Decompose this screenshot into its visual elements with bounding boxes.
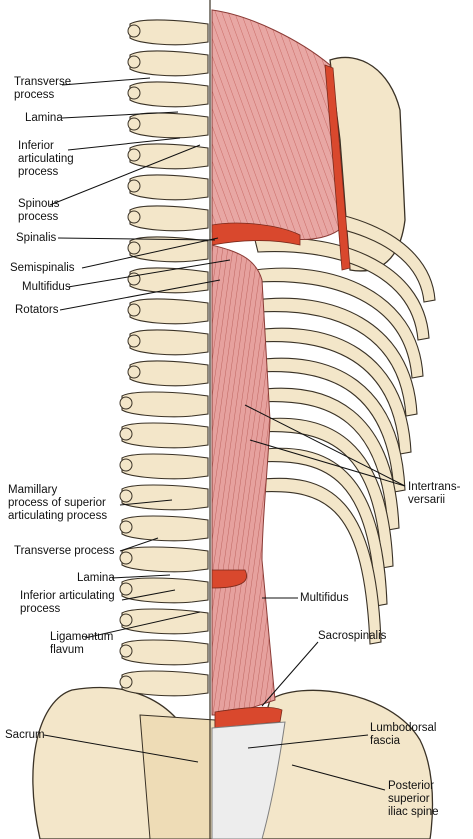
vertebra (129, 205, 209, 232)
vertebra (121, 422, 209, 449)
leader-spinalis (57, 237, 216, 241)
leader-intertransversarii-1 (244, 404, 406, 487)
leader-transverse-lower (119, 537, 159, 552)
transverse-process-knob (119, 458, 133, 472)
ribs-fill (254, 207, 436, 645)
label-lumbodorsal-fascia: Lumbodorsal fascia (370, 722, 437, 747)
transverse-process-knob (127, 179, 141, 193)
rib (254, 447, 388, 607)
rib (254, 387, 400, 531)
vertebra (129, 174, 209, 201)
vertebral-column (119, 19, 209, 697)
transverse-process-knob (119, 675, 133, 689)
transverse-process-knob (127, 365, 141, 379)
label-lamina: Lamina (25, 112, 63, 124)
leader-lamina (61, 111, 179, 119)
cut-muscle-scapula-edge (324, 64, 351, 271)
transverse-process-knob (119, 396, 133, 410)
label-inferior-articulating-lower: Inferior articulating process (20, 590, 115, 615)
transverse-process-knob (119, 427, 133, 441)
transverse-process-knob (127, 303, 141, 317)
vertebra (129, 267, 209, 294)
vertebra (121, 391, 209, 418)
label-sacrospinalis: Sacrospinalis (318, 630, 387, 642)
vertebra (121, 639, 209, 666)
leader-multifidus-upper (67, 259, 231, 288)
label-sacrum: Sacrum (5, 729, 45, 741)
rib (254, 417, 394, 569)
leader-inferior-articulating (67, 137, 181, 151)
label-spinous-process: Spinous process (18, 198, 60, 223)
leader-lumbodorsal (247, 734, 369, 749)
label-ligamentum-flavum: Ligamentum flavum (50, 631, 114, 656)
rib (254, 267, 424, 379)
vertebra (121, 546, 209, 573)
leader-lamina-lower (111, 574, 171, 579)
cut-muscle-lower (211, 569, 247, 589)
vertebra (129, 298, 209, 325)
rib (254, 477, 382, 645)
label-psis: Posterior superior iliac spine (388, 780, 439, 818)
leader-sacrum (43, 734, 199, 763)
transverse-process-knob (119, 644, 133, 658)
vertebra (129, 329, 209, 356)
transverse-process-knob (119, 582, 133, 596)
vertebra (121, 515, 209, 542)
transverse-process-knob (127, 55, 141, 69)
transverse-process-knob (127, 148, 141, 162)
leader-intertransversarii-2 (249, 439, 406, 487)
rib (254, 327, 412, 455)
leader-spinous-process (49, 144, 201, 206)
label-multifidus-lower: Multifidus (300, 592, 349, 604)
transverse-process-knob (127, 210, 141, 224)
transverse-process-knob (127, 86, 141, 100)
transverse-process-knob (127, 117, 141, 131)
vertebra (121, 484, 209, 511)
vertebra (121, 577, 209, 604)
transverse-process-knob (127, 24, 141, 38)
transverse-process-knob (119, 551, 133, 565)
leader-sacrospinalis (261, 641, 319, 707)
label-inferior-articulating-process: Inferior articulating process (18, 140, 74, 178)
label-intertransversarii: Intertrans- versarii (408, 481, 461, 506)
rib (254, 297, 418, 417)
pelvis-group (32, 686, 434, 839)
leader-lines (43, 77, 406, 791)
rib (254, 357, 406, 493)
label-rotators: Rotators (15, 304, 59, 316)
label-transverse-process-lower: Transverse process (14, 545, 115, 557)
deep-back-muscles (211, 244, 276, 716)
leader-semispinalis (81, 237, 219, 269)
vertebra (121, 670, 209, 697)
transverse-process-knob (119, 489, 133, 503)
vertebra (121, 453, 209, 480)
label-spinalis: Spinalis (16, 232, 57, 244)
vertebra (129, 236, 209, 263)
vertebra (129, 50, 209, 77)
sacrum-bone (139, 714, 216, 839)
transverse-process-knob (127, 334, 141, 348)
vertebra (129, 143, 209, 170)
leader-mamillary (119, 499, 173, 506)
transverse-process-knob (119, 613, 133, 627)
vertebra (129, 360, 209, 387)
transverse-process-knob (119, 520, 133, 534)
label-lamina-lower: Lamina (77, 572, 115, 584)
label-transverse-process: Transverse process (14, 76, 72, 101)
leader-inferior-lower (121, 589, 176, 601)
label-mamillary-process: Mamillary process of superior articulati… (8, 484, 108, 522)
vertebra (129, 112, 209, 139)
leader-rotators (59, 279, 221, 311)
transverse-process-knob (127, 241, 141, 255)
leader-ligamentum (84, 611, 201, 639)
leader-transverse-process (61, 77, 151, 86)
vertebra (129, 19, 209, 46)
label-multifidus-upper: Multifidus (22, 281, 71, 293)
cut-muscle-upper (211, 222, 301, 246)
trapezius-muscle (211, 9, 346, 240)
leader-psis (291, 764, 386, 791)
label-semispinalis: Semispinalis (10, 262, 75, 274)
vertebra (129, 81, 209, 108)
